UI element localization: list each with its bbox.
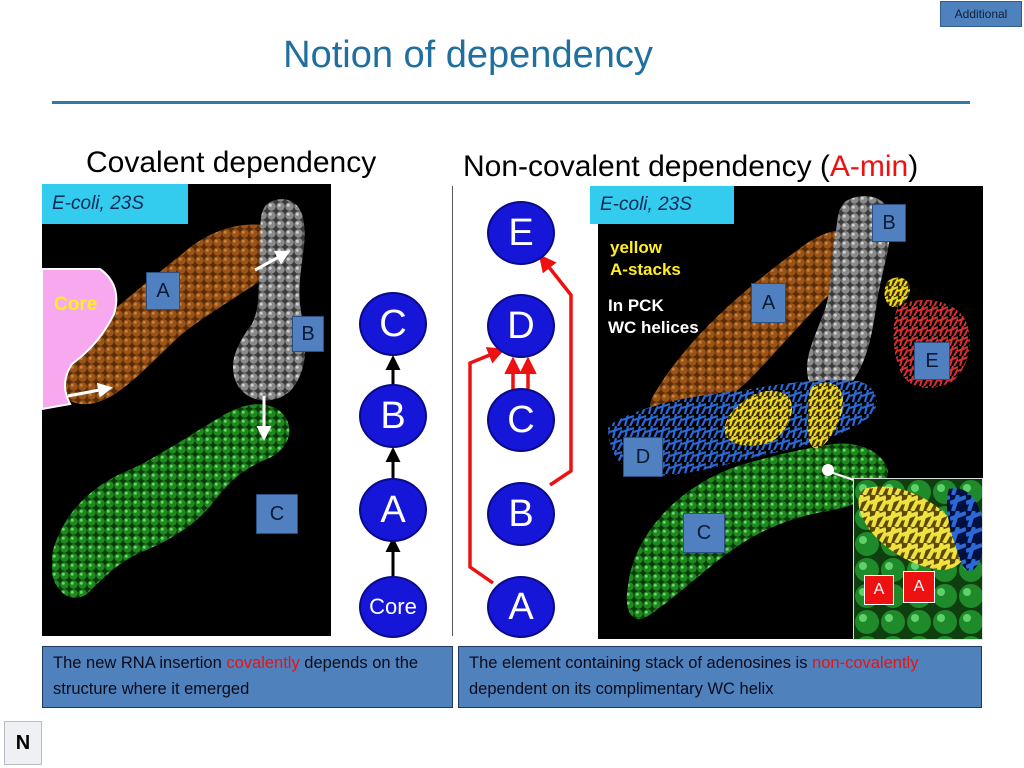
right-node-c: C (487, 388, 555, 452)
white-note-line-1: In PCK (608, 296, 664, 315)
slide-title: Notion of dependency (283, 34, 653, 76)
title-underline (52, 101, 970, 104)
additional-tag: Additional (940, 1, 1022, 27)
covalent-caption-text-2: depends on the structure where it emerge… (53, 654, 419, 698)
arrow-a-to-d (468, 347, 506, 585)
non-covalently-highlight: non-covalently (812, 654, 919, 672)
right-strand-grey (807, 196, 891, 393)
covalent-heading: Covalent dependency (86, 146, 377, 179)
arrow-core-to-a (67, 382, 113, 398)
yellow-a-stack-1 (724, 390, 793, 446)
panel-divider (452, 186, 453, 636)
core-region (42, 268, 118, 411)
left-node-b: B (359, 384, 427, 448)
non-covalent-caption: The element containing stack of adenosin… (458, 646, 982, 708)
covalent-caption: The new RNA insertion covalently depends… (42, 646, 453, 708)
strand-a-brown (57, 224, 286, 405)
arrow-a-to-b (254, 250, 291, 272)
a-min-highlight: A-min (829, 150, 909, 183)
non-covalent-caption-text-2: dependent on its complimentary WC helix (469, 680, 774, 698)
yellow-note-line-1: yellow (610, 238, 662, 257)
strand-c-green (52, 404, 290, 598)
yellow-a-stack-2 (807, 382, 843, 449)
covalent-caption-text-1: The new RNA insertion (53, 654, 227, 672)
right-strand-brown (650, 230, 864, 421)
inset-pointer-dot (822, 464, 834, 476)
inset-yellow-stack (858, 486, 966, 570)
left-region-c-label: C (256, 494, 298, 534)
non-covalent-heading: Non-covalent dependency (A-min) (463, 150, 918, 184)
wc-helices-note: In PCK WC helices (608, 295, 699, 339)
right-region-d-label: D (623, 437, 663, 477)
inset-a-tag-2: A (903, 571, 935, 603)
a-minor-inset-image (853, 478, 983, 640)
inset-blue-helix (946, 488, 982, 571)
covalent-molecule-illustration (42, 199, 305, 598)
right-node-a: A (487, 576, 555, 638)
left-region-b-label: B (292, 316, 324, 352)
left-organism-label: E-coli, 23S (42, 184, 188, 224)
inset-a-tag-1: A (864, 575, 894, 605)
right-strand-green (626, 443, 888, 620)
right-region-e-label: E (914, 342, 950, 380)
right-node-d: D (487, 294, 555, 358)
yellow-note-line-2: A-stacks (610, 260, 681, 279)
right-node-b: B (487, 482, 555, 546)
core-label: Core (54, 294, 98, 315)
right-organism-label: E-coli, 23S (590, 186, 734, 224)
arrow-b-to-e (538, 254, 573, 487)
non-covalent-molecule-illustration (608, 196, 971, 620)
left-region-a-label: A (146, 272, 180, 310)
white-note-line-2: WC helices (608, 318, 699, 337)
non-covalent-caption-text-1: The element containing stack of adenosin… (469, 654, 813, 672)
covalent-structure-image (42, 184, 331, 636)
heading-close-paren: ) (908, 150, 919, 183)
left-node-a: A (359, 478, 427, 542)
slide-nav-button[interactable]: N (4, 721, 42, 765)
right-region-b-label: B (872, 204, 906, 242)
left-node-core: Core (359, 576, 427, 638)
right-node-e: E (487, 201, 555, 265)
covalently-highlight: covalently (226, 654, 300, 672)
right-region-c-label: C (683, 513, 725, 553)
strand-b-grey (232, 199, 305, 401)
inset-illustration (854, 479, 982, 639)
non-covalent-heading-text: Non-covalent dependency ( (463, 150, 830, 183)
yellow-a-stack-3 (884, 277, 910, 308)
inset-pointer-line (829, 471, 855, 481)
right-region-a-label: A (751, 283, 786, 323)
non-covalent-chain-arrows (468, 254, 573, 585)
left-node-c: C (359, 292, 427, 356)
